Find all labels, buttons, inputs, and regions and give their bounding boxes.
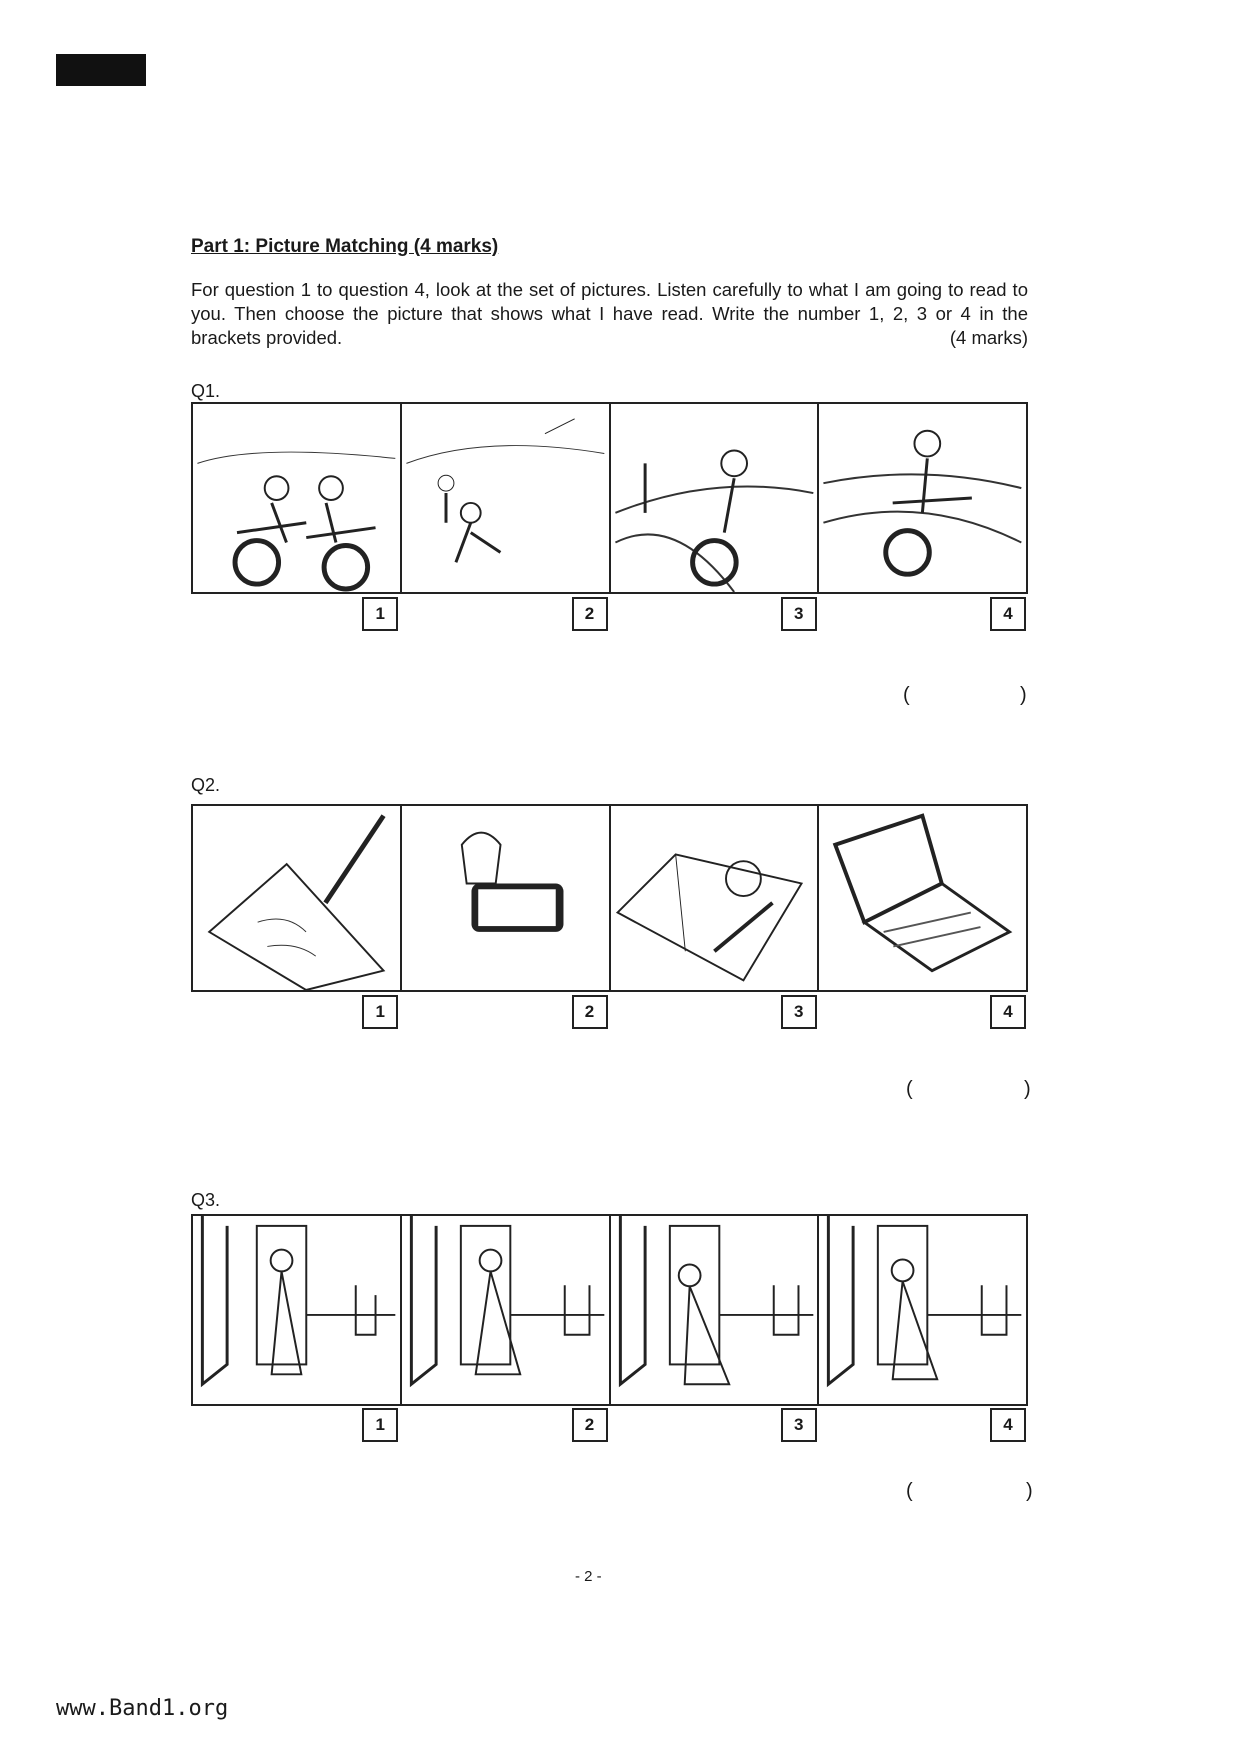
q1-option-3: 3 bbox=[780, 597, 817, 631]
q2-picture-2 bbox=[402, 806, 611, 990]
q3-picture-1 bbox=[193, 1216, 402, 1404]
page-number: - 2 - bbox=[575, 1568, 602, 1585]
q1-option-1: 1 bbox=[362, 597, 399, 631]
q2-option-1: 1 bbox=[362, 995, 399, 1029]
q2-answer-close[interactable]: ) bbox=[1024, 1078, 1031, 1100]
instructions-text: For question 1 to question 4, look at th… bbox=[191, 279, 1028, 348]
q1-picture-1 bbox=[193, 404, 402, 592]
q3-option-2: 2 bbox=[571, 1408, 608, 1442]
marks-label: (4 marks) bbox=[949, 327, 1028, 348]
section-title: Part 1: Picture Matching (4 marks) bbox=[191, 236, 499, 257]
redacted-block bbox=[56, 54, 146, 86]
q2-picture-3 bbox=[611, 806, 820, 990]
q3-option-4: 4 bbox=[990, 1408, 1026, 1442]
q3-option-1: 1 bbox=[362, 1408, 399, 1442]
q1-picture-2 bbox=[402, 404, 611, 592]
instructions: For question 1 to question 4, look at th… bbox=[191, 278, 1028, 350]
q1-picture-4 bbox=[819, 404, 1026, 592]
q2-option-3: 3 bbox=[780, 995, 817, 1029]
q2-picture-strip bbox=[191, 804, 1028, 992]
q2-option-2: 2 bbox=[571, 995, 608, 1029]
q1-answer-close[interactable]: ) bbox=[1020, 684, 1027, 706]
q1-option-2: 2 bbox=[571, 597, 608, 631]
q3-picture-3 bbox=[611, 1216, 820, 1404]
q2-picture-1 bbox=[193, 806, 402, 990]
q3-picture-4 bbox=[819, 1216, 1026, 1404]
q1-option-4: 4 bbox=[990, 597, 1026, 631]
q3-picture-2 bbox=[402, 1216, 611, 1404]
question-label-q3: Q3. bbox=[191, 1190, 221, 1210]
q1-picture-strip bbox=[191, 402, 1028, 594]
q2-option-4: 4 bbox=[990, 995, 1026, 1029]
footer-url: www.Band1.org bbox=[56, 1696, 229, 1721]
q2-picture-4 bbox=[819, 806, 1026, 990]
question-label-q1: Q1. bbox=[191, 381, 221, 401]
q3-answer-open[interactable]: ( bbox=[906, 1480, 913, 1502]
q3-option-3: 3 bbox=[780, 1408, 817, 1442]
q3-picture-strip bbox=[191, 1214, 1028, 1406]
q2-answer-open[interactable]: ( bbox=[906, 1078, 913, 1100]
question-label-q2: Q2. bbox=[191, 775, 221, 795]
q3-answer-close[interactable]: ) bbox=[1026, 1480, 1033, 1502]
q1-answer-open[interactable]: ( bbox=[903, 684, 910, 706]
q1-picture-3 bbox=[611, 404, 820, 592]
